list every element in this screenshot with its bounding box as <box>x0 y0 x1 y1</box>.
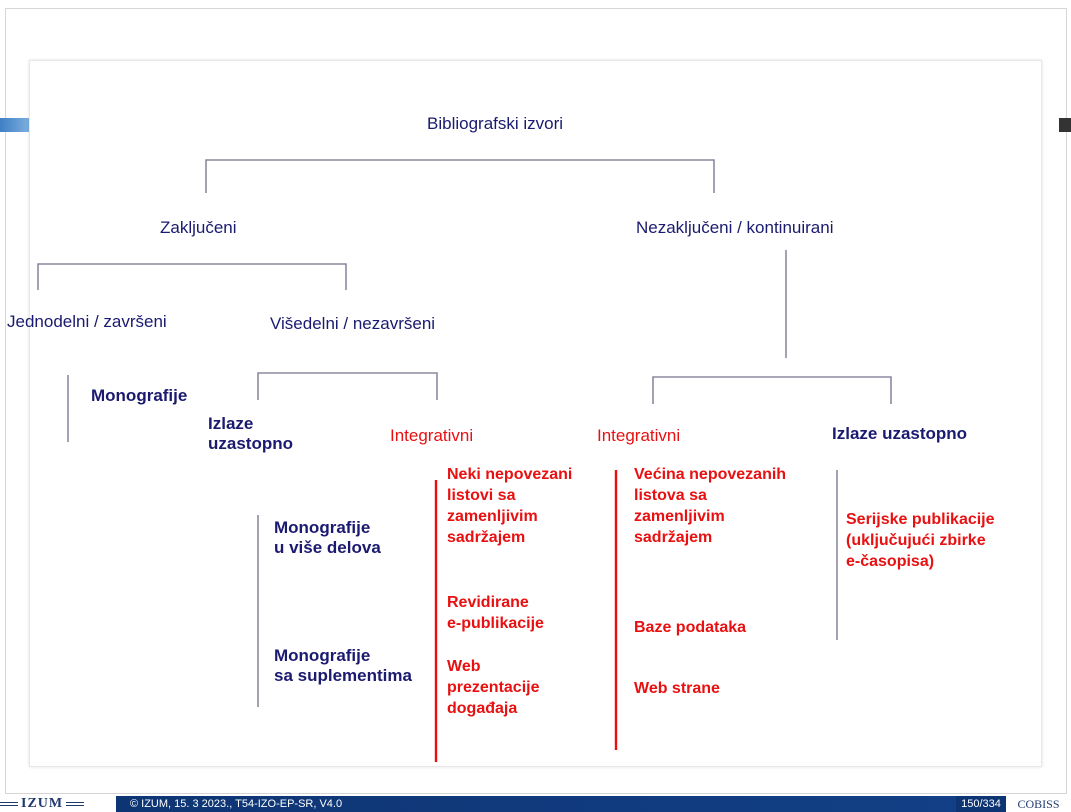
node-multipart-monographs: Monografije u više delova <box>274 518 381 558</box>
footer-logo-line-left <box>0 801 18 806</box>
multipart-monographs-line1: Monografije <box>274 518 371 537</box>
serials-line1: Serijske publikacije <box>846 511 995 528</box>
left-integrating-item-1-line3: zamenljivim <box>447 508 538 525</box>
right-integrating-item-1-line1: Većina nepovezanih <box>634 466 787 483</box>
node-integrating-left: Integrativni <box>390 426 474 445</box>
serials-line2: (uključujući zbirke <box>846 532 986 549</box>
connector-root <box>205 159 715 193</box>
left-integrating-item-3: Web prezentacije događaja <box>447 656 539 719</box>
left-integrating-item-3-line3: događaja <box>447 700 518 717</box>
right-integrating-item-1: Većina nepovezanih listova sa zamenljivi… <box>634 464 786 548</box>
template-accent-bar-left <box>0 118 30 132</box>
multipart-monographs-line2: u više delova <box>274 538 381 557</box>
node-root: Bibliografski izvori <box>427 114 564 133</box>
node-successive-left: Izlaze uzastopno <box>208 414 293 454</box>
node-single-part: Jednodelni / završeni <box>7 312 167 331</box>
node-continuing: Nezaključeni / kontinuirani <box>636 218 834 237</box>
left-integrating-item-2: Revidirane e-publikacije <box>447 592 544 634</box>
right-integrating-item-1-line4: sadržajem <box>634 529 713 546</box>
node-multi-part: Višedelni / nezavršeni <box>270 314 436 333</box>
left-integrating-item-1-line2: listovi sa <box>447 487 516 504</box>
template-accent-bar-right <box>1059 118 1071 132</box>
diagram-panel <box>29 60 1042 767</box>
right-integrating-item-2-line1: Baze podataka <box>634 619 747 636</box>
left-integrating-item-1-line1: Neki nepovezani <box>447 466 573 483</box>
footer-logo-text: IZUM <box>21 795 64 811</box>
left-integrating-item-3-line2: prezentacije <box>447 679 540 696</box>
supplement-monographs-line2: sa suplementima <box>274 666 412 685</box>
left-integrating-item-1-line4: sadržajem <box>447 529 526 546</box>
footer-copyright: © IZUM, 15. 3 2023., T54-IZO-EP-SR, V4.0 <box>116 796 956 812</box>
node-integrating-right: Integrativni <box>597 426 681 445</box>
node-closed: Zaključeni <box>160 218 237 237</box>
right-integrating-item-2: Baze podataka <box>634 617 746 638</box>
left-integrating-item-2-line2: e-publikacije <box>447 615 544 632</box>
connector-multipart <box>257 372 438 400</box>
right-integrating-item-1-line3: zamenljivim <box>634 508 725 525</box>
supplement-monographs-line1: Monografije <box>274 646 371 665</box>
connector-closed <box>37 263 347 290</box>
serials-line3: e-časopisa) <box>846 553 935 570</box>
left-integrating-item-3-line1: Web <box>447 658 481 675</box>
footer-logo: IZUM <box>0 796 116 811</box>
footer-logo-line-right <box>66 801 85 806</box>
node-supplement-monographs: Monografije sa suplementima <box>274 646 412 686</box>
right-integrating-item-3: Web strane <box>634 678 720 699</box>
node-successive-right: Izlaze uzastopno <box>832 424 968 443</box>
connector-continuing-split <box>652 376 892 404</box>
page-number: 150/334 <box>956 796 1006 812</box>
node-serials: Serijske publikacije (uključujući zbirke… <box>846 509 995 572</box>
node-successive-left-line1: Izlaze <box>208 414 254 433</box>
node-monographs: Monografije <box>91 386 188 405</box>
left-integrating-item-2-line1: Revidirane <box>447 594 529 611</box>
footer-brand: COBISS <box>1017 797 1060 811</box>
slide-frame <box>5 8 1067 794</box>
right-integrating-item-1-line2: listova sa <box>634 487 707 504</box>
node-successive-left-line2: uzastopno <box>208 434 293 453</box>
right-integrating-item-3-line1: Web strane <box>634 680 720 697</box>
left-integrating-item-1: Neki nepovezani listovi sa zamenljivim s… <box>447 464 572 548</box>
